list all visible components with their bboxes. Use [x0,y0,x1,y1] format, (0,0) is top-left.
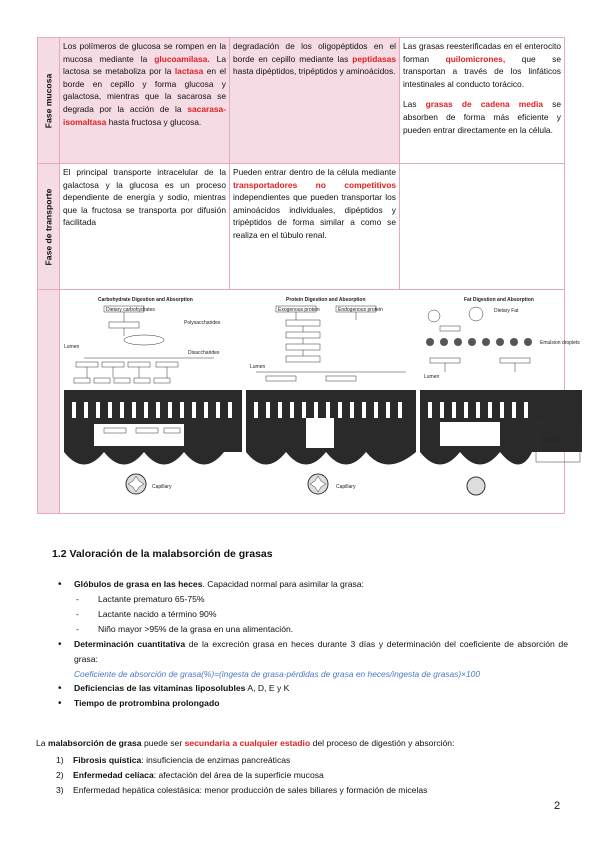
svg-text:Lacteal: Lacteal [542,438,558,444]
svg-text:Disaccharides: Disaccharides [188,350,220,356]
svg-text:Emulsion droplets: Emulsion droplets [540,340,580,346]
bullet-item: Tiempo de protrombina prolongado [58,696,568,711]
cell-mucosa-proteins: degradación de los oligopéptidos en el b… [229,37,400,164]
bullet-item: Glóbulos de grasa en las heces. Capacida… [58,577,568,637]
carbohydrate-diagram: Carbohydrate Digestion and Absorption Di… [64,292,242,512]
cell-transport-fats [399,163,565,290]
cause-item: 3)Enfermedad hepática colestásica: menor… [56,785,428,795]
row-label-mucosa: Fase mucosa [37,37,60,164]
bullet-item: Deficiencias de las vitaminas liposolubl… [58,681,568,696]
row-label-diagrams [37,289,60,514]
fats-paragraph-1: Las grasas reesterificadas en el enteroc… [403,41,561,89]
cause-item: 1)Fibrosis quística: insuficiencia de en… [56,755,291,765]
bullet-item: Determinación cuantitativa de la excreci… [58,637,568,681]
cell-transport-proteins: Pueden entrar dentro de la célula median… [229,163,400,290]
cell-diagrams: Carbohydrate Digestion and Absorption Di… [59,289,582,514]
svg-text:Lumen: Lumen [64,344,80,350]
fats-paragraph-2: Las grasas de cadena media se absorben d… [403,99,561,135]
digestion-table: Fase mucosa Los polímeros de glucosa se … [37,37,582,514]
svg-text:Capillary: Capillary [336,484,356,490]
svg-text:Exogenous protein: Exogenous protein [278,307,320,313]
svg-text:Capillary: Capillary [152,484,172,490]
absorption-formula: Coeficiente de absorción de grasa(%)=(in… [74,669,480,679]
sub-list: Lactante prematuro 65-75% Lactante nacid… [74,592,568,637]
cause-item: 2)Enfermedad celíaca: afectación del áre… [56,770,324,780]
sub-item: Lactante nacido a término 90% [74,607,568,622]
section-heading: 1.2 Valoración de la malabsorción de gra… [52,548,273,560]
cell-mucosa-fats: Las grasas reesterificadas en el enteroc… [399,37,565,164]
protein-diagram: Protein Digestion and Absorption Exogeno… [246,292,416,512]
page-number: 2 [554,800,561,812]
sub-item: Lactante prematuro 65-75% [74,592,568,607]
svg-text:Dietary carbohydrates: Dietary carbohydrates [106,307,155,313]
fat-diagram: Fat Digestion and Absorption Dietary Fat… [420,292,582,512]
fat-malabsorption-bullets: Glóbulos de grasa en las heces. Capacida… [58,577,568,711]
fat-title: Fat Digestion and Absorption [464,297,534,303]
malabsorption-paragraph: La malabsorción de grasa puede ser secun… [36,738,455,748]
sub-item: Niño mayor >95% de la grasa en una alime… [74,622,568,637]
svg-text:Endogenous protein: Endogenous protein [338,307,383,313]
cause-list: 1)Fibrosis quística: insuficiencia de en… [56,753,427,798]
carb-title: Carbohydrate Digestion and Absorption [98,297,193,303]
svg-text:Polysaccharides: Polysaccharides [184,320,221,326]
row-label-transport: Fase de transporte [37,163,60,290]
svg-text:Lumen: Lumen [424,374,440,380]
protein-title: Protein Digestion and Absorption [286,297,366,303]
svg-text:Lumen: Lumen [250,364,266,370]
cell-transport-carbs: El principal transporte intracelular de … [59,163,230,290]
svg-text:Dietary Fat: Dietary Fat [494,308,519,314]
cell-mucosa-carbs: Los polímeros de glucosa se rompen en la… [59,37,230,164]
